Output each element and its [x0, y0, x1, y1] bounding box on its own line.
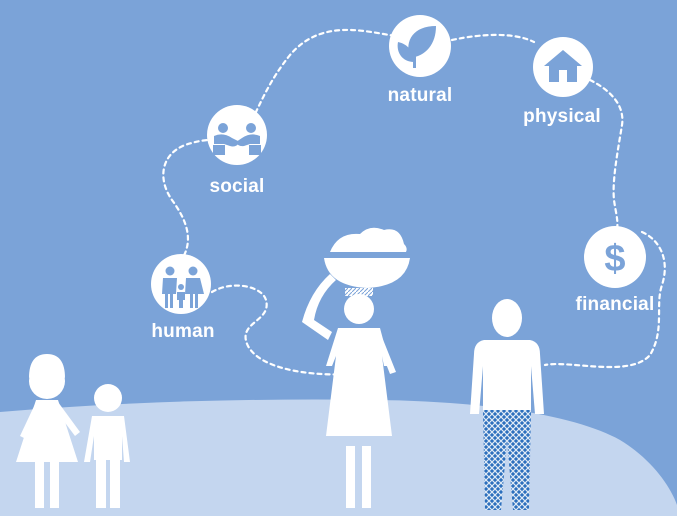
house-icon [544, 50, 582, 82]
boy-figure [84, 384, 130, 508]
human-label: human [151, 321, 214, 342]
head-wrap [345, 288, 373, 296]
social-capital-circle [207, 105, 267, 165]
natural-capital: natural [388, 15, 453, 106]
jeans [483, 410, 531, 510]
financial-capital-circle [584, 226, 646, 288]
handshake-icon [213, 123, 261, 155]
social-label: social [209, 176, 264, 197]
family-icon [162, 266, 204, 308]
social-capital: social [207, 105, 267, 197]
dollar-icon: $ [604, 238, 625, 280]
dotted-path [162, 28, 666, 376]
natural-label: natural [388, 85, 453, 106]
basket-icon [330, 227, 407, 252]
girl-figure [16, 354, 80, 508]
human-capital: human [151, 254, 214, 342]
financial-capital: $ financial [576, 226, 655, 315]
man-figure [470, 299, 544, 510]
financial-label: financial [576, 294, 655, 315]
physical-capital: physical [523, 37, 601, 127]
physical-label: physical [523, 106, 601, 127]
basket-bowl [324, 258, 410, 288]
woman-with-basket-figure [302, 227, 410, 508]
leaf-icon [397, 26, 436, 68]
